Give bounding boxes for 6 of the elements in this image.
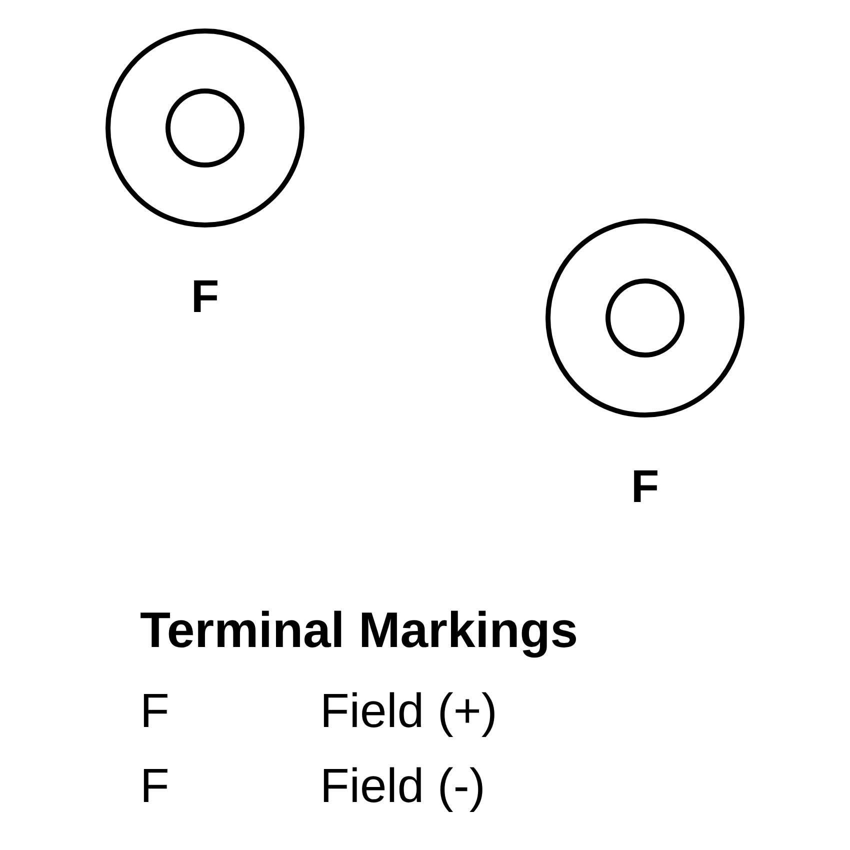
terminal-label: F [190, 273, 220, 319]
marking-description: Field (-) [320, 763, 486, 811]
marking-description: Field (+) [320, 688, 498, 736]
marking-code: F [140, 763, 170, 811]
terminal-label: F [630, 463, 660, 509]
marking-code: F [140, 688, 170, 736]
